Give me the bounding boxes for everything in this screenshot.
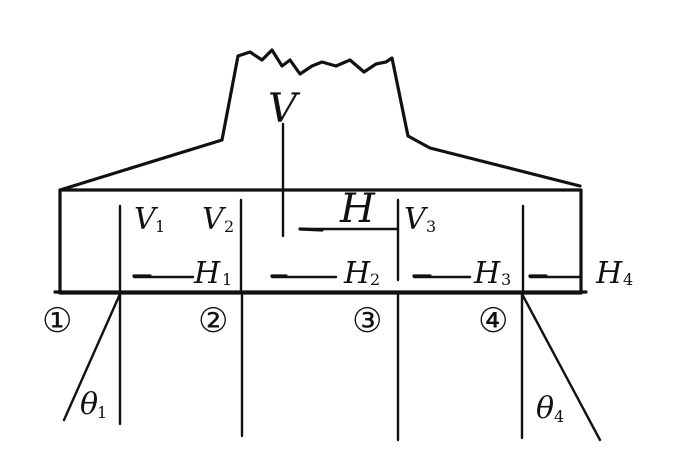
pile-number-2: ② bbox=[198, 301, 228, 341]
resultant-H-arrow bbox=[298, 227, 324, 232]
pile-number-4: ④ bbox=[478, 301, 508, 341]
label-theta1: θ bbox=[80, 387, 98, 422]
label-theta4-sub: 4 bbox=[554, 407, 564, 426]
label-H1: H bbox=[193, 256, 221, 291]
label-theta1-sub: 1 bbox=[97, 403, 107, 422]
label-H2: H bbox=[343, 256, 371, 291]
label-theta4: θ bbox=[536, 391, 554, 426]
label-H: H bbox=[339, 186, 376, 232]
label-H1-sub: 1 bbox=[222, 270, 232, 289]
pile-number-1: ① bbox=[42, 301, 72, 341]
pile-number-3: ③ bbox=[352, 301, 382, 341]
label-V3: V bbox=[404, 202, 429, 237]
pile-1-batter bbox=[62, 292, 122, 422]
label-H2-sub: 2 bbox=[370, 270, 380, 289]
label-V3-sub: 3 bbox=[426, 217, 436, 236]
label-V1: V bbox=[134, 202, 159, 237]
pier-outline bbox=[58, 48, 582, 192]
label-V2-sub: 2 bbox=[224, 217, 234, 236]
label-H4: H bbox=[595, 256, 623, 291]
label-H4-sub: 4 bbox=[623, 270, 633, 289]
label-V2: V bbox=[202, 202, 227, 237]
label-V: V bbox=[268, 86, 301, 132]
pile-4-batter bbox=[520, 292, 602, 442]
label-V1-sub: 1 bbox=[155, 217, 165, 236]
label-H3: H bbox=[473, 256, 501, 291]
label-H3-sub: 3 bbox=[501, 270, 511, 289]
